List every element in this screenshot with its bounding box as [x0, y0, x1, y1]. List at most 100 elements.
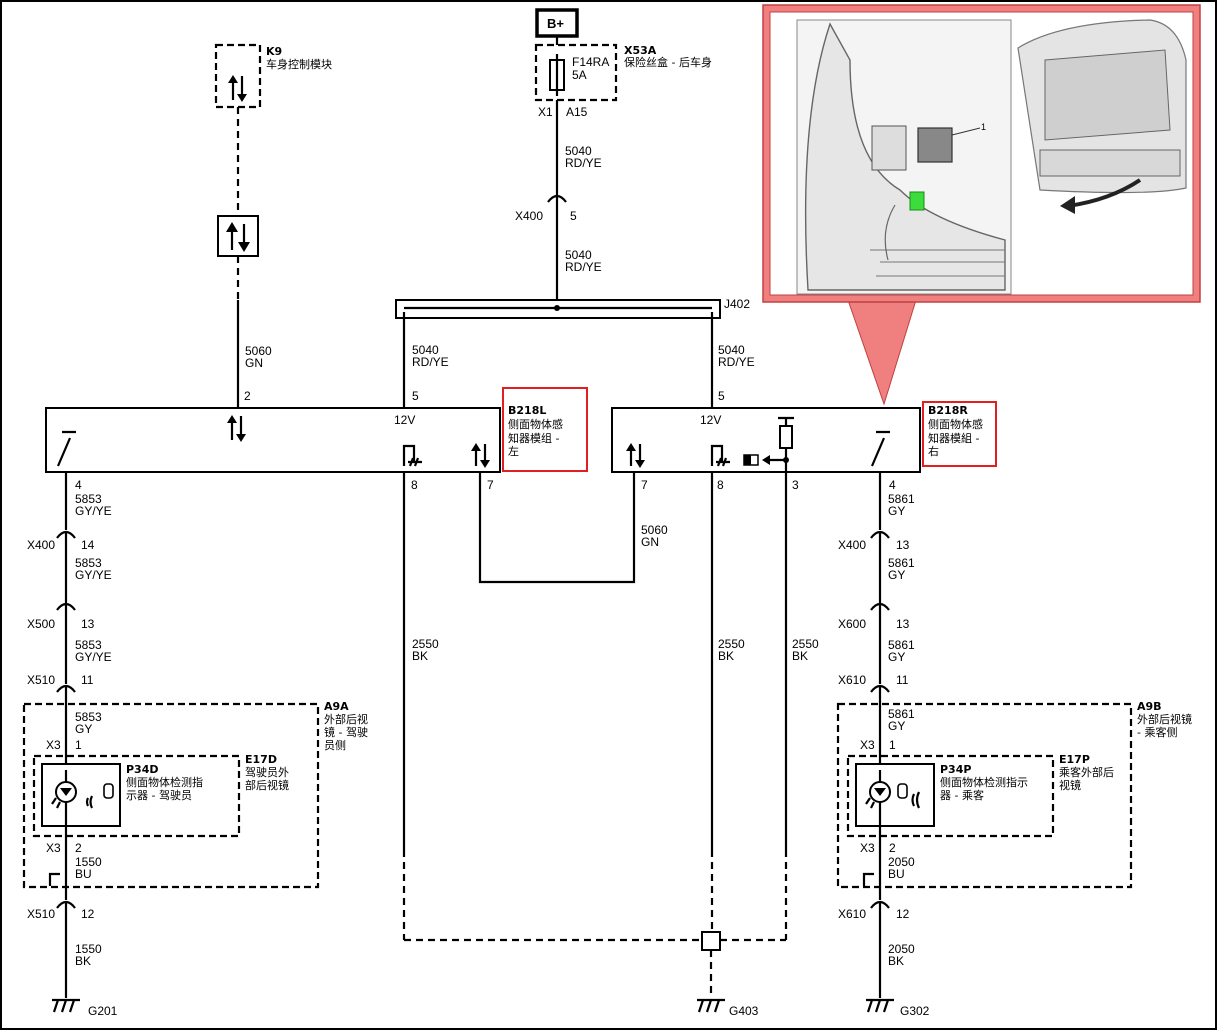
label-wires-w2050bk-color: BK: [888, 954, 904, 968]
mirror-left-e17d: [32, 754, 241, 838]
label-connectors-x400_right_pin: 13: [896, 538, 910, 552]
label-mirror_left-ind_line1: 侧面物体检测指: [126, 775, 203, 789]
label-module_left-ref: B218L: [508, 404, 546, 417]
label-fuse-ref: X53A: [624, 44, 657, 57]
label-wires-w5853a-num: 5853: [75, 556, 102, 570]
switch-icon: [870, 430, 890, 467]
label-wires-w2550-num: 2550: [792, 637, 819, 651]
label-wires-w5853a-color: GY/YE: [75, 650, 112, 664]
label-wires-w5861-num: 5861: [888, 707, 915, 721]
label-wires-w2050bu-color: BU: [888, 867, 905, 881]
label-body_module-ref: K9: [266, 45, 282, 58]
label-wires-w5040-color: RD/YE: [412, 355, 449, 369]
module-left-b218l: 12V: [45, 407, 501, 473]
label-wires-w2550-color: BK: [412, 649, 428, 663]
label-wires-w5861-color: GY: [888, 650, 905, 664]
label-mirror_right-sub_line2: 视镜: [1059, 778, 1081, 792]
label-mirror_right-pin_2: 2: [889, 841, 896, 855]
ground-g201: [52, 998, 80, 1013]
label-connectors-x510_pin: 11: [81, 673, 94, 687]
bidirectional-arrow-icon: [228, 75, 247, 102]
bidirectional-arrow-icon: [626, 443, 645, 468]
mirror-right-e17p: [846, 754, 1055, 838]
fuse-block: F14RA 5A: [534, 43, 618, 102]
label-mirror_right-ind_line2: 器 - 乘客: [940, 788, 984, 802]
ground-icon: [710, 444, 730, 467]
bumper-illustration: 1: [796, 19, 1012, 295]
label-mirror_left-name_line2: 镜 - 驾驶: [324, 725, 368, 739]
label-module_right-pin_7: 7: [641, 478, 648, 492]
label-connectors-x400: X400: [515, 209, 543, 223]
label-connectors-x510: X510: [27, 907, 55, 921]
label-connectors-x3: X3: [46, 738, 61, 752]
label-wires-w5853a-num: 5853: [75, 492, 102, 506]
label-wires-w5853a-color: GY/YE: [75, 568, 112, 582]
label-grounds-g403: G403: [729, 1004, 759, 1018]
label-module_right-pin_5: 5: [718, 389, 725, 403]
label-mirror_left-pin_2: 2: [75, 841, 82, 855]
label-mirror_right-ind_line1: 侧面物体检测指示: [940, 775, 1028, 789]
label-mirror_left-pin_1: 1: [75, 738, 82, 752]
label-wires-w1550bu-color: BU: [75, 867, 92, 881]
label-wires-w5861-color: GY: [888, 504, 905, 518]
label-wires-w5040-num: 5040: [718, 343, 745, 357]
label-mirror_left-name_line3: 员侧: [324, 739, 346, 752]
switch-icon: [56, 430, 76, 467]
label-wires-w5060-num: 5060: [641, 523, 668, 537]
label-grounds-g302: G302: [900, 1004, 930, 1018]
mirror-left-a9a: [22, 702, 320, 889]
label-connectors-x610b_pin: 12: [896, 907, 910, 921]
label-wires-w5040-num: 5040: [565, 248, 592, 262]
location-callout: 1: [762, 4, 1201, 406]
label-fuse-rating: 5A: [572, 68, 587, 82]
label-mirror_left-name_line1: 外部后视: [324, 712, 368, 726]
indicator-left-p34d: [41, 763, 121, 827]
splice-j402: [395, 299, 721, 319]
label-mirror_right-name_line1: 外部后视镜: [1137, 712, 1192, 726]
label-wires-w5853b-color: GY: [75, 722, 92, 736]
label-mirror_right-sub_line1: 乘客外部后: [1059, 765, 1114, 779]
label-module_left-pin_4: 4: [75, 478, 82, 492]
label-wires-w5861-color: GY: [888, 568, 905, 582]
label-module_right-pin_8: 8: [717, 478, 724, 492]
label-mirror_left-ind_line2: 示器 - 驾驶员: [126, 788, 192, 802]
ground-g403: [697, 998, 725, 1013]
label-wires-w5060-color: GN: [245, 356, 263, 370]
label-wires-w5040-num: 5040: [412, 343, 439, 357]
label-power-label: B+: [547, 16, 564, 31]
label-mirror_right-name_line2: - 乘客侧: [1137, 725, 1177, 739]
label-connectors-x610: X610: [838, 907, 866, 921]
label-wires-w1550bk-num: 1550: [75, 942, 102, 956]
label-module_right-voltage: 12V: [700, 413, 721, 427]
label-wires-w2550-color: BK: [792, 649, 808, 663]
label-wires-w5853b-num: 5853: [75, 710, 102, 724]
label-connectors-x610_pin: 11: [896, 673, 909, 687]
label-wires-w5040-color: RD/YE: [565, 260, 602, 274]
label-connectors-x3: X3: [860, 841, 875, 855]
label-wires-w1550bu-num: 1550: [75, 855, 102, 869]
label-wires-w5040-color: RD/YE: [718, 355, 755, 369]
label-wires-w2550-num: 2550: [412, 637, 439, 651]
label-connectors-x610: X610: [838, 673, 866, 687]
label-connectors-x600_pin: 13: [896, 617, 910, 631]
label-connectors-x500: X500: [27, 617, 55, 631]
label-module_right-pin_3: 3: [792, 478, 799, 492]
ground-splice: [701, 931, 721, 951]
label-connectors-j402: J402: [724, 297, 750, 311]
label-wires-w2050bu-num: 2050: [888, 855, 915, 869]
body-control-module: [214, 43, 262, 109]
label-wires-w5853a-num: 5853: [75, 638, 102, 652]
label-wires-w5861-num: 5861: [888, 556, 915, 570]
label-wires-w5060-color: GN: [641, 535, 659, 549]
label-module_left-voltage: 12V: [394, 413, 415, 427]
label-mirror_right-sub_ref: E17P: [1059, 753, 1090, 766]
label-wires-w5040-num: 5040: [565, 144, 592, 158]
resistor-icon: [743, 416, 794, 472]
label-connectors-x3: X3: [860, 738, 875, 752]
ground-icon: [402, 444, 422, 467]
label-connectors-x600: X600: [838, 617, 866, 631]
label-connectors-x400_top_pin: 5: [570, 209, 577, 223]
